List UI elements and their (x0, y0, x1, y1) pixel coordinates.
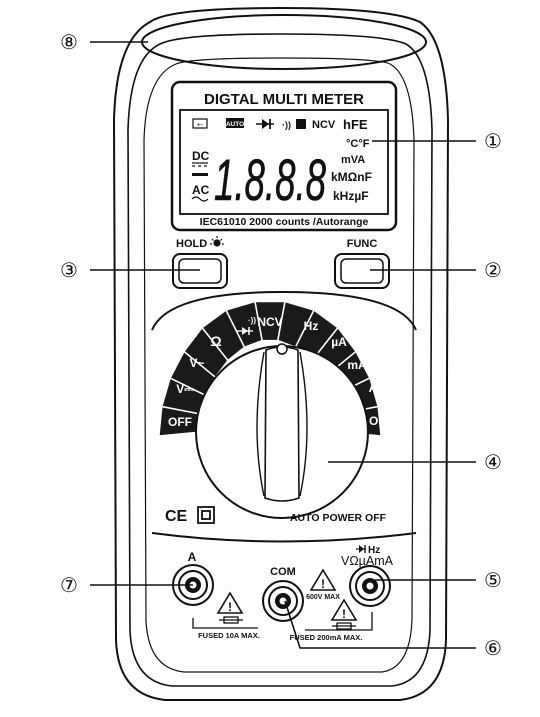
lcd-digits: 1.8.8.8 (214, 148, 326, 213)
func-button[interactable] (334, 253, 390, 289)
hold-label: HOLD (176, 238, 207, 250)
lcd-temp: °C°F (346, 138, 370, 150)
meter-body (112, 6, 450, 701)
dial-label-v-dc: V⎓ (176, 382, 194, 396)
warning-triangle-icon-200ma: ! (330, 598, 358, 621)
auto-badge (226, 118, 244, 128)
svg-text:!: ! (228, 600, 232, 614)
svg-text:·)): ·)) (282, 120, 291, 130)
dial-label-ua: µA (331, 335, 347, 349)
lcd-ncv: NCV (312, 119, 336, 131)
func-label: FUNC (347, 238, 378, 250)
rotary-selector-knob[interactable] (195, 343, 369, 519)
port-v-diode-icon (356, 545, 366, 553)
double-insulation-icon (197, 506, 215, 524)
callout-5: ⑤ (484, 570, 502, 592)
port-a-label: A (188, 550, 197, 564)
port-v-hz-label: Hz (368, 545, 380, 556)
callout-7: ⑦ (60, 575, 78, 597)
callout-2: ② (484, 260, 502, 282)
fused-200ma-label: FUSED 200mA MAX. (290, 633, 363, 642)
callout-4: ④ (484, 452, 502, 474)
dial-label-off-left: OFF (168, 415, 192, 429)
dial-diode-icon: ·)) (237, 316, 256, 335)
minus-sign (192, 173, 208, 176)
dial-label-ohm: Ω (210, 333, 221, 349)
jack-com[interactable] (262, 580, 304, 622)
ac-wave-marks (349, 333, 394, 388)
lcd-kmonf: kMΩnF (331, 170, 372, 184)
warning-triangle-icon-10a: ! (216, 591, 244, 614)
dial-panel-top-arc (151, 290, 417, 331)
jack-v-ohm-ua-ma[interactable] (349, 565, 391, 607)
max-600v-label: 600V MAX (306, 594, 340, 601)
svg-text:!: ! (321, 577, 325, 591)
fuse-icon-10a (219, 616, 243, 624)
lcd-khzuf: kHzµF (333, 189, 369, 203)
callout-8: ⑧ (60, 32, 78, 54)
lcd-display: DIGTAL MULTI METER +- AUTO ·)) NCV hFE °… (170, 80, 398, 232)
lcd-title: DIGTAL MULTI METER (204, 91, 364, 108)
jack-a[interactable] (172, 564, 214, 606)
callout-3: ③ (60, 260, 78, 282)
svg-text:+-: +- (197, 122, 204, 129)
diode-continuity-icon: ·)) (256, 119, 291, 130)
svg-text:!: ! (342, 607, 346, 621)
lcd-ac: AC (192, 183, 210, 197)
callout-1: ① (484, 131, 502, 153)
lcd-standard: IEC61010 2000 counts /Autorange (200, 216, 369, 228)
fuse-icon-200ma (332, 622, 356, 630)
dial-panel-bottom-arc (151, 532, 417, 543)
knob-pointer-dot (276, 343, 288, 355)
dial-label-hz: Hz (304, 319, 319, 333)
lcd-hfe: hFE (343, 117, 368, 132)
dial-label-off-right: OFF (369, 414, 393, 428)
backlight-icon (210, 236, 224, 247)
lcd-mva: mVA (341, 154, 365, 166)
port-v-label: VΩµAmA (341, 554, 394, 568)
battery-icon: +- (192, 118, 208, 129)
dial-label-v-ac: V~ (189, 356, 204, 370)
dial-label-a: A (369, 381, 378, 395)
auto-label: AUTO (226, 121, 244, 128)
fuse-bracket-10a (192, 618, 258, 629)
hold-button[interactable] (172, 253, 228, 289)
warning-triangle-icon-600v: ! (309, 568, 337, 591)
callout-leaders (90, 41, 476, 649)
fuse-bracket-200ma (305, 612, 373, 631)
callout-6: ⑥ (484, 638, 502, 660)
top-bumper (141, 14, 427, 70)
dial-label-ma: mA (347, 358, 367, 372)
fused-10a-label: FUSED 10A MAX. (198, 631, 260, 640)
lcd-dc: DC (192, 149, 210, 163)
ce-mark: CE (165, 508, 188, 525)
auto-power-off-label: AUTO POWER OFF (290, 512, 387, 524)
svg-text:·)): ·)) (248, 316, 256, 325)
port-com-label: COM (270, 566, 296, 578)
hold-indicator-icon (296, 119, 306, 129)
dial-label-ncv: NCV (257, 315, 282, 329)
